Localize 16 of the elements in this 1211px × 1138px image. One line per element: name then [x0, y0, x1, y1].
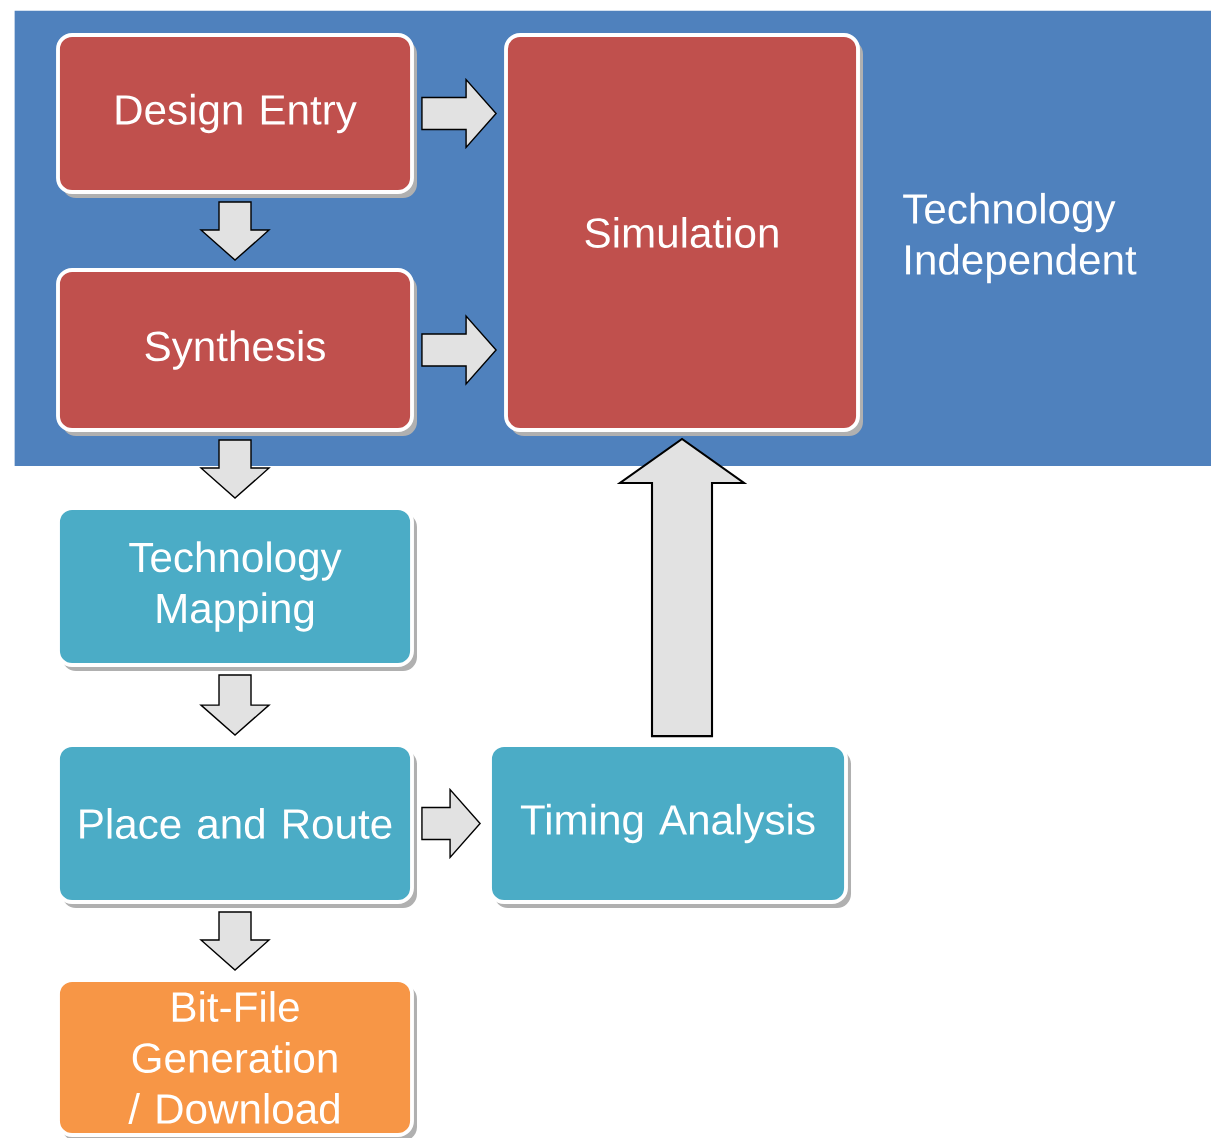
band-label: Technology Independent	[903, 192, 1137, 284]
process-box: Synthesis	[56, 268, 417, 436]
process-box: Place and Route	[56, 743, 417, 908]
block-arrow	[199, 201, 271, 262]
block-arrow	[616, 437, 748, 738]
process-box: Design Entry	[56, 33, 417, 198]
process-box: Technology Mapping	[56, 506, 417, 671]
process-box: Simulation	[504, 33, 863, 436]
block-arrow	[199, 674, 271, 737]
process-box: Bit-File Generation / Download	[56, 978, 417, 1138]
process-box: Timing Analysis	[488, 743, 851, 908]
block-arrow	[199, 911, 271, 972]
block-arrow	[421, 787, 482, 860]
block-arrow	[199, 439, 271, 500]
block-arrow	[421, 77, 497, 150]
block-arrow	[421, 314, 497, 386]
